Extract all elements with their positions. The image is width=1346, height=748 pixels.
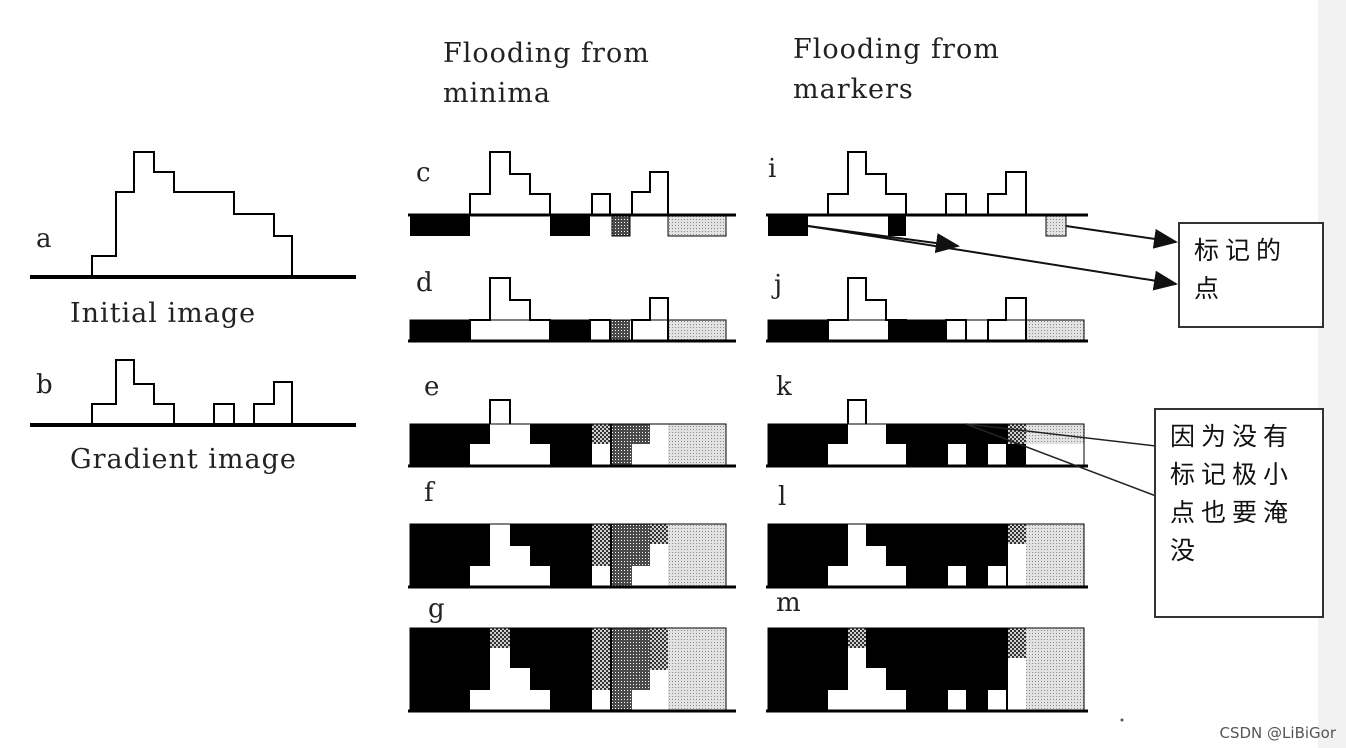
label-m: m <box>776 588 801 618</box>
header-flooding-from-markers: Flooding from markers <box>793 34 1000 105</box>
watermark: CSDN @LiBiGor <box>1219 724 1336 742</box>
annotation-unmarked-minima: 因为没有标记极小点也要淹没 <box>1154 408 1324 618</box>
profile-gradient-image <box>30 359 356 427</box>
stray-dot <box>1120 718 1124 722</box>
annotation-marked-points: 标记的点 <box>1178 222 1324 328</box>
panel-g <box>408 627 736 713</box>
caption-initial-image: Initial image <box>70 298 257 329</box>
panel-d <box>408 277 736 343</box>
panel-c <box>408 151 736 237</box>
panel-i <box>766 151 1088 237</box>
label-j: j <box>774 270 783 300</box>
callout-lines <box>965 423 1157 497</box>
label-e: e <box>424 372 440 402</box>
panel-m <box>766 627 1088 713</box>
marker-arrows <box>807 225 1178 291</box>
label-l: l <box>778 482 787 512</box>
caption-gradient-image: Gradient image <box>70 444 297 475</box>
label-i: i <box>768 154 777 184</box>
panel-e <box>408 399 736 468</box>
profile-initial-image <box>30 151 356 279</box>
label-f: f <box>424 478 434 508</box>
right-margin-strip <box>1318 0 1346 748</box>
panel-f <box>408 523 736 589</box>
label-a: a <box>36 224 52 254</box>
label-k: k <box>776 372 792 402</box>
panel-l <box>766 523 1088 589</box>
label-d: d <box>416 268 433 298</box>
panel-k <box>766 399 1088 468</box>
panel-j <box>766 277 1088 343</box>
label-g: g <box>428 594 445 624</box>
header-flooding-from-minima: Flooding from minima <box>443 38 650 109</box>
label-b: b <box>36 370 53 400</box>
label-c: c <box>416 158 431 188</box>
